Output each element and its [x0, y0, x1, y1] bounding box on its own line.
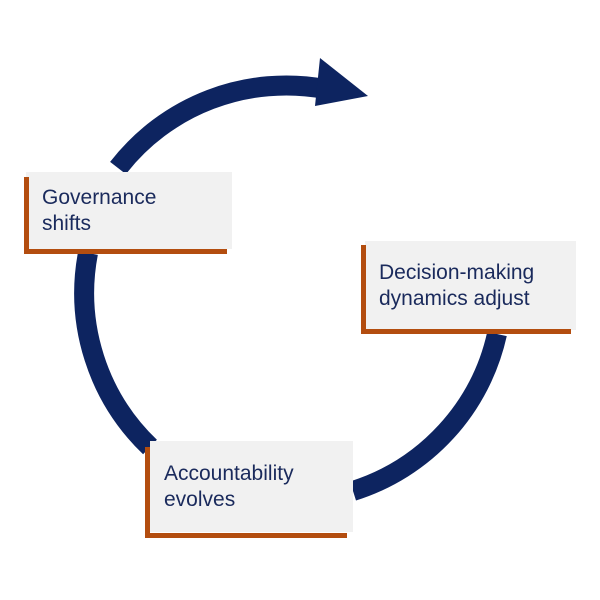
step-card-accent-left [24, 177, 29, 254]
step-label: Decision-making dynamics adjust [379, 260, 576, 312]
step-card-accent-bottom [24, 249, 227, 254]
cycle-arrowhead [315, 58, 368, 106]
step-card-background [150, 441, 353, 532]
step-card-accent-bottom [361, 329, 571, 334]
step-card-accent-bottom [145, 533, 347, 538]
step-card-accent-left [145, 447, 150, 538]
step-label: Accountability evolves [164, 461, 353, 513]
step-card-background [26, 172, 232, 249]
cycle-ring [110, 75, 327, 175]
step-card-accent-left [361, 245, 366, 334]
step-card-decision-making: Decision-making dynamics adjust [365, 241, 576, 330]
step-card-accountability: Accountability evolves [150, 441, 353, 532]
step-label-line: dynamics adjust [379, 286, 530, 310]
cycle-ring-segment-left [74, 251, 157, 455]
step-label: Governance shifts [42, 185, 232, 237]
step-label-line: Accountability [164, 461, 294, 485]
step-card-background [365, 241, 576, 330]
step-label-line: Decision-making [379, 260, 535, 284]
step-card-governance: Governance shifts [28, 172, 232, 249]
step-label-line: Governance [42, 185, 157, 209]
step-label-line: shifts [42, 211, 92, 235]
cycle-ring-segment-right [349, 331, 507, 501]
step-label-line: evolves [164, 487, 236, 511]
